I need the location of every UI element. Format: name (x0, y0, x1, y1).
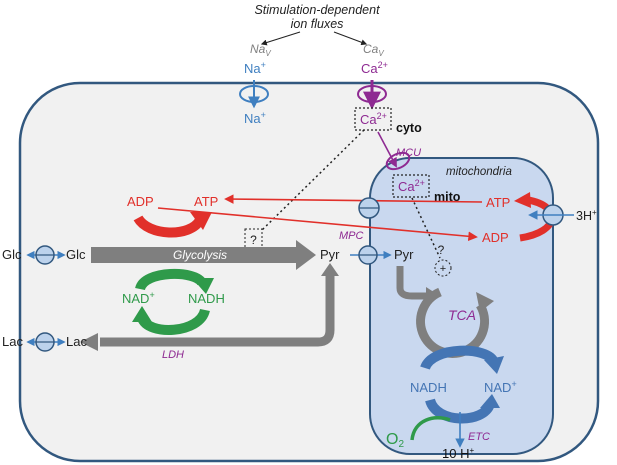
protons-out-label: 10 H+ (442, 446, 474, 461)
ca-mito-arrow (377, 131, 397, 168)
atp-turnover-arrowhead (190, 212, 212, 230)
tca-cycle-arrowhead (476, 292, 494, 312)
ldh-path (100, 270, 335, 347)
plus-marker (434, 259, 452, 277)
atp-synthase-arrowhead (514, 192, 531, 208)
adp-mito-label: ADP (482, 230, 509, 245)
ca-mito-box (392, 174, 430, 198)
pyr-to-tca-arrow (396, 266, 428, 300)
ca-cyto-box (354, 107, 392, 131)
nad-plus-mito-label: NAD+ (484, 379, 517, 395)
atp-mito-label: ATP (486, 195, 510, 210)
mitochondria-label: mitochondria (446, 166, 512, 178)
header-arrow-left (260, 31, 301, 46)
o2-label: O2 (386, 431, 404, 450)
plus-sign: + (440, 263, 446, 275)
etc-label: ETC (468, 431, 490, 443)
ca-outside-label: Ca2+ (361, 60, 388, 76)
ca-mito-label: Ca2+ (398, 178, 425, 194)
mito-label: mito (434, 190, 461, 204)
nad-reduction-arrowhead (192, 278, 214, 294)
ldh-arrowhead (80, 333, 98, 351)
ca-mito-regulation-line (411, 197, 441, 259)
ldh-label: LDH (162, 349, 184, 361)
question-mark-2: ? (438, 243, 445, 257)
mcu-channel (385, 151, 411, 171)
lac-inside-label: Lac (66, 334, 87, 349)
cav-label: CaV (363, 42, 384, 58)
na-outside-label: Na+ (244, 60, 266, 76)
mpc-label: MPC (339, 230, 364, 242)
glycolysis-label: Glycolysis (173, 248, 227, 262)
header-line2: ion fluxes (291, 17, 344, 31)
question-mark-1: ? (250, 233, 257, 247)
glc-inside-label: Glc (66, 247, 86, 262)
nadh-label: NADH (188, 291, 225, 306)
nadh-oxidation-arrowhead (132, 306, 152, 322)
ca-cyto-label: Ca2+ (360, 111, 387, 127)
ca-cyto-regulation-line (261, 129, 365, 231)
pyr-back-arrowhead (321, 263, 339, 276)
protons-in-label: 3H+ (576, 208, 597, 223)
etc-blue-arrowhead (480, 394, 500, 408)
header-line1: Stimulation-dependent (254, 3, 380, 17)
nadh-mito-label: NADH (410, 380, 447, 395)
nad-plus-label: NAD+ (122, 290, 155, 306)
tca-nad-arrow (420, 345, 499, 371)
cyto-label: cyto (396, 121, 422, 135)
atp-cyto-label: ATP (194, 194, 218, 209)
atp-turnover-arrow (133, 214, 205, 238)
lac-outside-label: Lac (2, 334, 23, 349)
nadh-oxidation-arrow (137, 308, 210, 335)
glc-outside-label: Glc (2, 247, 22, 262)
mcu-label: MCU (396, 147, 421, 159)
adp-cyto-label: ADP (127, 194, 154, 209)
nav-label: NaV (250, 42, 271, 58)
o2-arrow (410, 416, 451, 441)
header-arrow-right (333, 31, 368, 46)
tca-nad-arrowhead (484, 356, 504, 374)
pyr-cyto-label: Pyr (320, 247, 340, 262)
glycolysis-arrow (91, 240, 316, 270)
na-inside-label: Na+ (244, 110, 266, 126)
tca-label: TCA (448, 307, 476, 323)
atp-export-arrow (224, 194, 483, 204)
pyr-mito-label: Pyr (394, 247, 414, 262)
